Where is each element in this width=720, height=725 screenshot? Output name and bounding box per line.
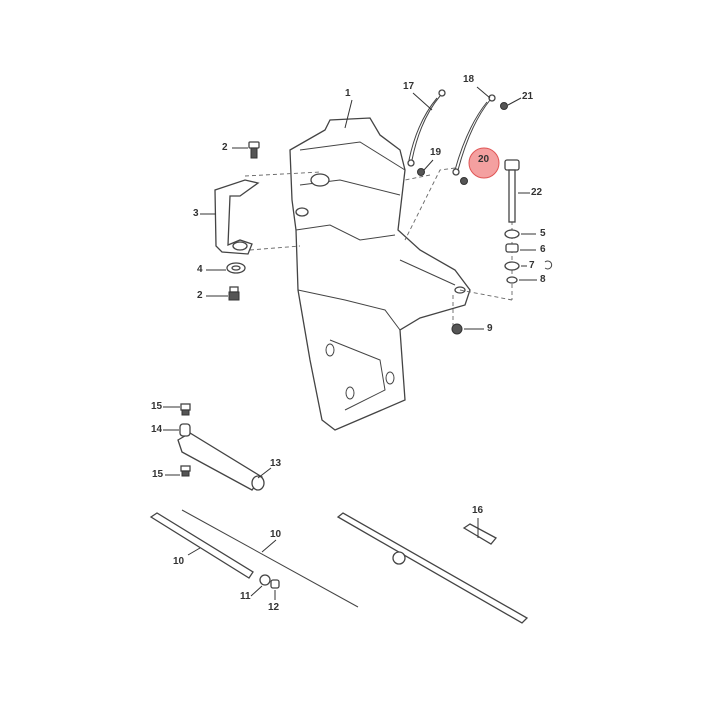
callout-15: 15 bbox=[151, 401, 163, 412]
callout-10: 10 bbox=[270, 529, 282, 540]
callout-2: 2 bbox=[222, 142, 228, 153]
callout-21: 21 bbox=[522, 91, 534, 102]
callout-2b: 2 bbox=[197, 290, 203, 301]
callout-1: 1 bbox=[345, 88, 351, 99]
callout-7: 7 bbox=[529, 260, 535, 271]
callout-16: 16 bbox=[472, 505, 484, 516]
callout-10b: 10 bbox=[173, 556, 185, 567]
callout-13: 13 bbox=[270, 458, 282, 469]
callout-6: 6 bbox=[540, 244, 546, 255]
callout-15b: 15 bbox=[152, 469, 164, 480]
bracket-part-1 bbox=[289, 117, 471, 431]
callout-17: 17 bbox=[403, 81, 415, 92]
callout-22: 22 bbox=[531, 187, 543, 198]
highlight-circle bbox=[468, 147, 500, 179]
callout-19: 19 bbox=[430, 147, 442, 158]
callout-11: 11 bbox=[240, 591, 251, 602]
callout-9: 9 bbox=[487, 323, 493, 334]
callout-8: 8 bbox=[540, 274, 546, 285]
callout-3: 3 bbox=[193, 208, 199, 219]
callout-18: 18 bbox=[463, 74, 475, 85]
callout-4: 4 bbox=[197, 264, 203, 275]
callout-12: 12 bbox=[268, 602, 280, 613]
callout-20: 20 bbox=[478, 154, 490, 165]
callout-5: 5 bbox=[540, 228, 546, 239]
callout-14: 14 bbox=[151, 424, 163, 435]
